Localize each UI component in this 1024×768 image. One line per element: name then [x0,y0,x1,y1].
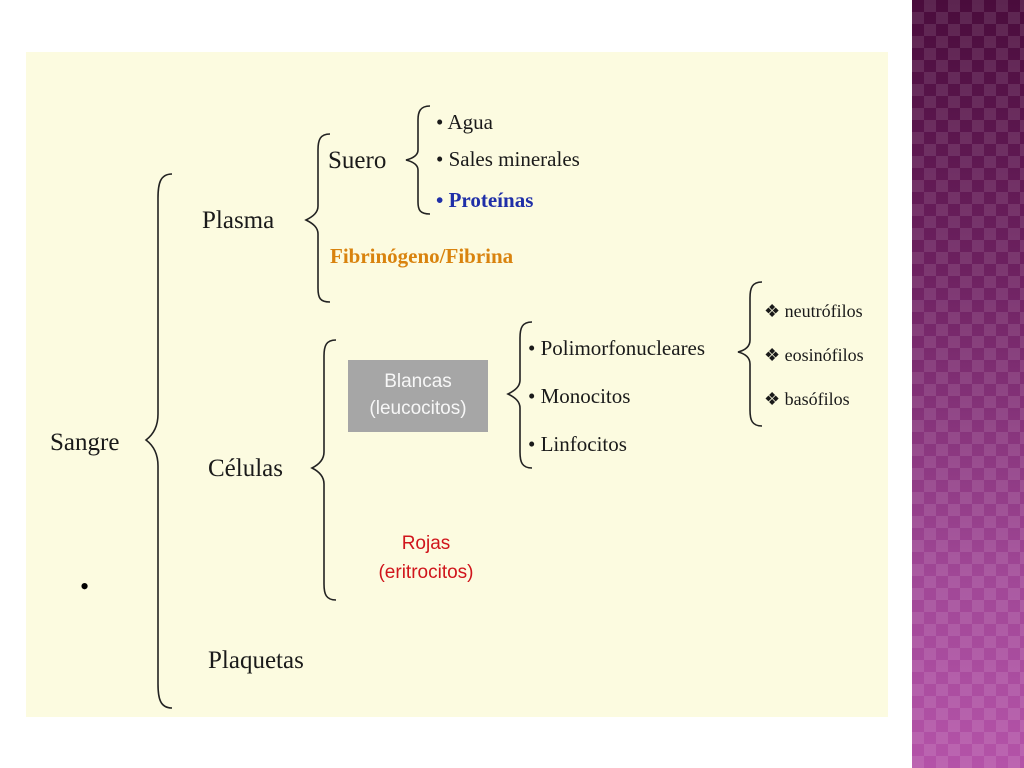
celulas-brace [310,339,337,601]
rojas-group: Rojas (eritrocitos) [356,530,496,587]
blancas-label: Blancas [384,371,452,393]
suero-brace [405,105,431,215]
stray-bullet: • [80,572,90,601]
plaquetas-label: Plaquetas [208,647,304,674]
sangre-label: Sangre [50,429,120,456]
celulas-label: Células [208,455,283,482]
suero-item-proteinas: • Proteínas [436,188,534,212]
leucocitos-label: (leucocitos) [369,398,467,419]
slide-panel: Sangre Plasma Suero • Agua • Sales miner… [26,52,888,717]
rojas-label: Rojas [401,533,451,554]
polimorfo-item-neutrofilos: ❖ neutrófilos [764,301,863,321]
suero-item-agua: • Agua [436,110,493,134]
polimorfo-item-eosinofilos: ❖ eosinófilos [764,345,864,365]
suero-label: Suero [328,147,387,174]
plasma-brace [304,133,331,303]
polimorfo-item-basofilos: ❖ basófilos [764,389,850,409]
plasma-label: Plasma [202,207,275,234]
blancas-item-linfocitos: • Linfocitos [528,432,627,456]
fibrinogeno-label: Fibrinógeno/Fibrina [330,244,514,268]
sangre-brace [144,173,173,709]
suero-item-sales: • Sales minerales [436,147,580,171]
blancas-brace [506,321,533,469]
blancas-box: Blancas (leucocitos) [348,360,488,432]
blancas-item-monocitos: • Monocitos [528,384,631,408]
eritrocitos-label: (eritrocitos) [378,561,474,583]
blancas-item-polimorfonucleares: • Polimorfonucleares [528,336,706,360]
bracket-lines [144,105,763,709]
decorative-side-band [912,0,1024,768]
polimorfonucleares-brace [737,281,763,427]
